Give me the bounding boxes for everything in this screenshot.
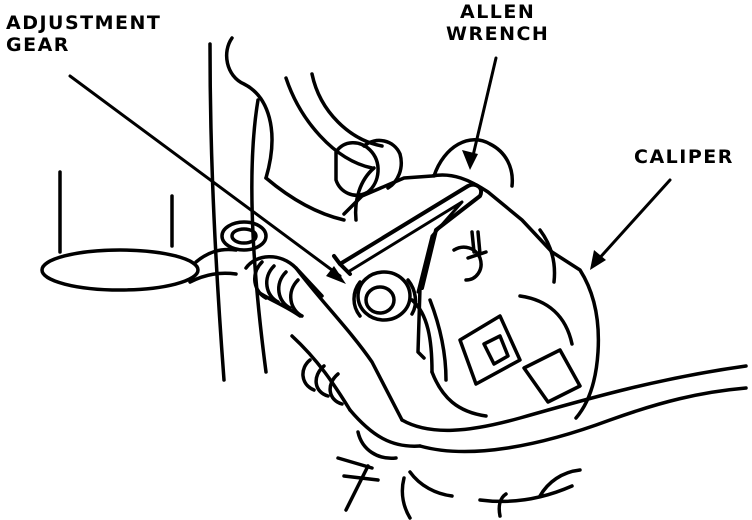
label-caliper: CALIPER: [634, 146, 734, 168]
ring: [220, 220, 268, 252]
label-adjustment-gear-line1: ADJUSTMENT: [6, 12, 162, 34]
leader-lines: [68, 56, 672, 284]
label-allen-wrench-line2: WRENCH: [446, 23, 550, 45]
label-adjustment-gear-line2: GEAR: [6, 34, 70, 56]
brake-hose: [244, 255, 748, 460]
adjustment-gear: [352, 270, 418, 322]
bottom-bracket: [336, 456, 380, 512]
label-adjustment-gear: ADJUSTMENT GEAR: [6, 12, 161, 56]
caliper-body: [342, 138, 601, 520]
label-allen-wrench: ALLEN WRENCH: [446, 1, 549, 45]
mount-tube: [40, 170, 238, 292]
allen-wrench: [332, 182, 483, 360]
label-allen-wrench-line1: ALLEN: [460, 1, 536, 23]
